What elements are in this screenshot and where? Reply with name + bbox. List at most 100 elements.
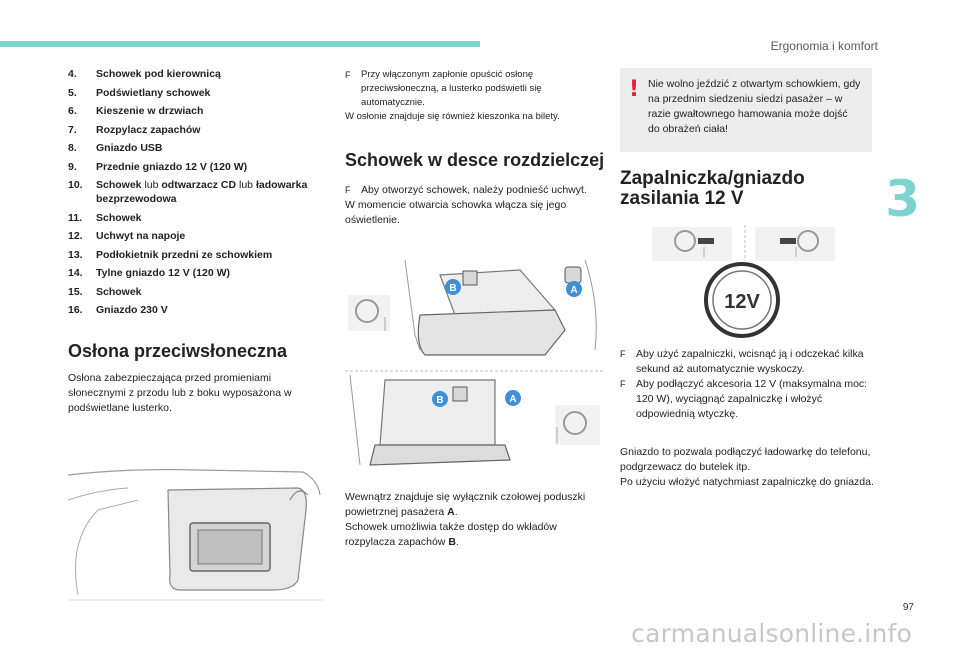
storage-items-list: 4. Schowek pod kierownicą 5. Podświetlany s…: [68, 67, 328, 322]
warning-text: Nie wolno jeździć z otwartym schowkiem, …: [648, 78, 861, 135]
watermark: carmanualsonline.info: [631, 619, 912, 648]
list-item-text-part: Schowek: [96, 285, 142, 298]
list-item-text-part: Podświetlany schowek: [96, 86, 211, 99]
chapter-number: 3: [885, 170, 920, 228]
bullet-symbol: F: [620, 379, 626, 389]
bullet-symbol: F: [345, 185, 351, 195]
lighter-instruction: Aby użyć zapalniczki, wcisnąć ją i odcze…: [636, 348, 864, 375]
list-item-text-part: Gniazdo 230 V: [96, 304, 168, 316]
list-item-text: Rozpylacz zapachów: [96, 123, 328, 137]
sunvisor-illustration: [67, 440, 323, 605]
list-item-text: Podłokietnik przedni ze schowkiem: [96, 248, 328, 262]
list-item-text-part: Gniazdo USB: [96, 142, 163, 154]
warning-icon: !: [629, 77, 640, 102]
list-item: 6. Kieszenie w drzwiach: [68, 104, 328, 118]
list-item-number: 6.: [68, 105, 77, 117]
glovebox-heading: Schowek w desce rozdzielczej: [345, 150, 605, 170]
list-item-number: 14.: [68, 267, 83, 279]
list-item: 13. Podłokietnik przedni ze schowkiem: [68, 248, 328, 262]
list-item-text-part: odtwarzacz CD: [161, 179, 237, 191]
list-item: 9. Przednie gniazdo 12 V (120 W): [68, 160, 328, 174]
bullet-symbol: F: [345, 70, 351, 80]
list-item: 5. Podświetlany schowek: [68, 86, 328, 100]
page-number: 97: [902, 602, 914, 613]
socket-heading-line2: zasilania 12 V: [620, 188, 744, 209]
ticket-pocket-note: W osłonie znajduje się również kieszonka…: [345, 111, 560, 122]
list-item-text-part: ładowarka bezprzewodowa: [96, 179, 308, 205]
airbag-switch-label: A: [447, 506, 455, 518]
list-item-text-part: lub: [236, 179, 256, 191]
list-item-text-part: Schowek: [96, 211, 142, 224]
callout-a-lower: A: [509, 394, 516, 405]
warning-box: ! Nie wolno jeździć z otwartym schowkiem…: [620, 68, 872, 152]
list-item-number: 13.: [68, 248, 83, 261]
list-item-text-part: Schowek pod kierownicą: [96, 68, 221, 80]
list-item-text: Schowek lub odtwarzacz CD lub ładowarka …: [96, 178, 328, 206]
list-item-number: 4.: [68, 68, 77, 80]
list-item-number: 9.: [68, 160, 77, 173]
list-item-text-part: Tylne gniazdo 12 V (120 W): [96, 267, 230, 279]
list-item: 8. Gniazdo USB: [68, 141, 328, 155]
list-item: 7. Rozpylacz zapachów: [68, 123, 328, 137]
list-item-text: Przednie gniazdo 12 V (120 W): [96, 160, 328, 174]
sunvisor-heading: Osłona przeciwsłoneczna: [68, 341, 288, 361]
socket-illustration: 12V: [650, 225, 840, 340]
list-item-text-part: Podłokietnik przedni ze schowkiem: [96, 248, 273, 261]
list-item: 14. Tylne gniazdo 12 V (120 W): [68, 266, 328, 280]
bullet-symbol: F: [620, 349, 626, 359]
list-item-text: Kieszenie w drzwiach: [96, 104, 328, 118]
sunvisor-note: F Przy włączonym zapłonie opuścić osłonę…: [345, 68, 605, 124]
glovebox-open-instruction: Aby otworzyć schowek, należy podnieść uc…: [361, 184, 587, 196]
fragrance-access-text: Schowek umożliwia także dostęp do wkładó…: [345, 521, 557, 548]
list-item: 11. Schowek: [68, 211, 328, 225]
glovebox-bottom-text: Wewnątrz znajduje się wyłącznik czołowej…: [345, 491, 586, 548]
socket-usage-para2: Po użyciu włożyć natychmiast zapalniczkę…: [620, 476, 874, 488]
list-item-number: 7.: [68, 123, 77, 136]
sunvisor-lighting-note: Przy włączonym zapłonie opuścić osłonę p…: [361, 69, 542, 108]
callout-b-lower: B: [436, 395, 443, 406]
airbag-switch-text: Wewnątrz znajduje się wyłącznik czołowej…: [345, 491, 586, 518]
list-item-text-part: Uchwyt na napoje: [96, 230, 186, 242]
list-item-text: Gniazdo USB: [96, 141, 328, 155]
glovebox-instructions: F Aby otworzyć schowek, należy podnieść …: [345, 183, 595, 228]
section-title: Ergonomia i komfort: [770, 39, 878, 53]
list-item-text: Gniazdo 230 V: [96, 303, 328, 317]
list-item-number: 5.: [68, 86, 77, 99]
list-item-text: Schowek pod kierownicą: [96, 67, 328, 81]
list-item: 4. Schowek pod kierownicą: [68, 67, 328, 81]
list-item-number: 10.: [68, 179, 83, 191]
list-item: 10. Schowek lub odtwarzacz CD lub ładowar…: [68, 178, 328, 206]
callout-b-upper: B: [449, 283, 456, 294]
list-item-text-part: Kieszenie w drzwiach: [96, 105, 204, 117]
glovebox-illustration: B A B A: [345, 255, 605, 480]
list-item-number: 12.: [68, 230, 83, 242]
list-item-text: Podświetlany schowek: [96, 86, 328, 100]
list-item: 12. Uchwyt na napoje: [68, 229, 328, 243]
list-item-number: 16.: [68, 304, 83, 316]
socket-heading-line1: Zapalniczka/gniazdo: [620, 168, 805, 189]
list-item: 16. Gniazdo 230 V: [68, 303, 328, 317]
list-item-text: Uchwyt na napoje: [96, 229, 328, 243]
socket-usage-para1: Gniazdo to pozwala podłączyć ładowarkę d…: [620, 446, 871, 473]
list-item-text-part: Przednie gniazdo 12 V (120 W): [96, 160, 248, 173]
list-item-number: 8.: [68, 142, 77, 154]
socket-instructions: F Aby użyć zapalniczki, wcisnąć ją i odc…: [620, 347, 882, 422]
list-item-text: Tylne gniazdo 12 V (120 W): [96, 266, 328, 280]
list-item-text-part: lub: [141, 179, 162, 191]
list-item-text-part: Rozpylacz zapachów: [96, 123, 201, 136]
socket-heading: Zapalniczka/gniazdo zasilania 12 V: [620, 169, 805, 209]
socket-label: 12V: [724, 291, 760, 313]
callout-a-upper: A: [570, 285, 577, 296]
fragrance-access-label: B: [448, 536, 456, 548]
list-item-text-part: Schowek: [96, 179, 142, 191]
accessory-instruction: Aby podłączyć akcesoria 12 V (maksymalna…: [636, 378, 868, 420]
list-item-text: Schowek: [96, 211, 328, 225]
header-accent-bar: [0, 41, 480, 47]
list-item: 15. Schowek: [68, 285, 328, 299]
socket-usage-text: Gniazdo to pozwala podłączyć ładowarkę d…: [620, 445, 875, 490]
list-item-number: 15.: [68, 285, 83, 298]
glovebox-light-text: W momencie otwarcia schowka włącza się j…: [345, 199, 567, 226]
sunvisor-description: Osłona zabezpieczająca przed promieniami…: [68, 372, 292, 414]
list-item-text: Schowek: [96, 285, 328, 299]
list-item-number: 11.: [68, 211, 83, 224]
